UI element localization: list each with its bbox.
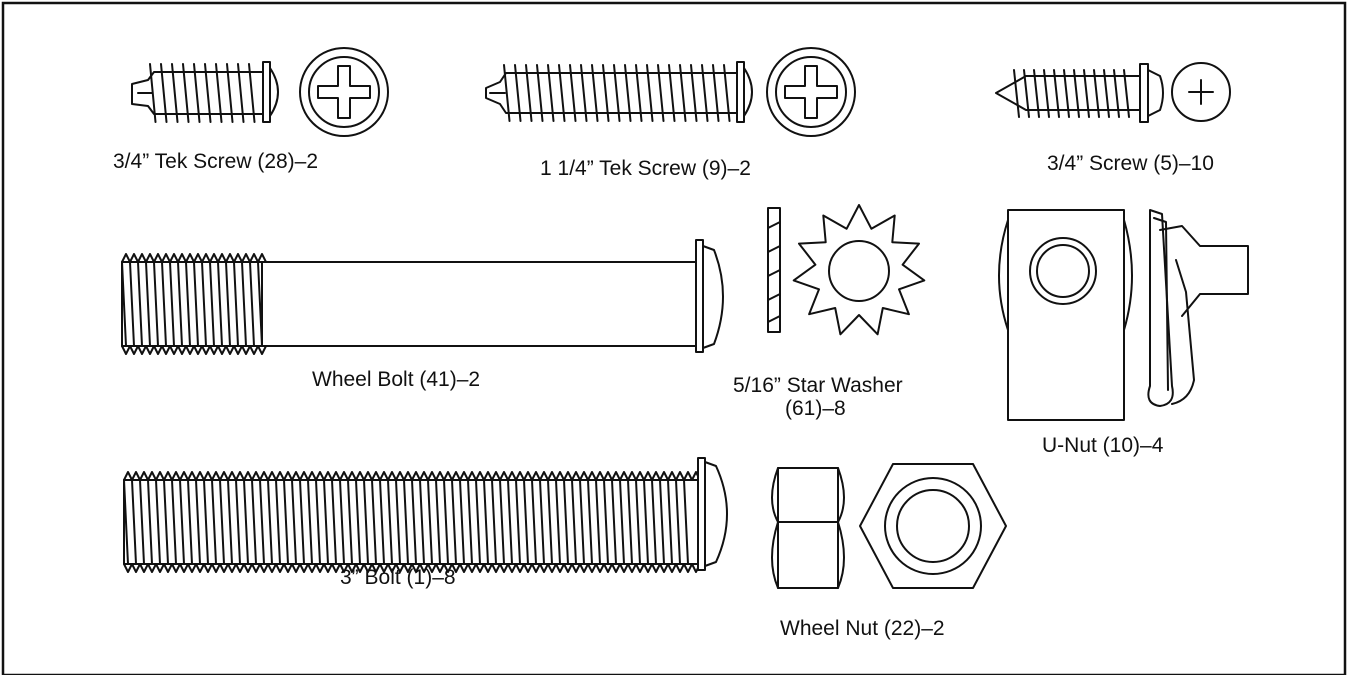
screw-3-4-label: 3/4” Screw (5)–10 — [1047, 152, 1214, 175]
bolt-3-label: 3” Bolt (1)–8 — [340, 566, 456, 589]
wheel-bolt-drawing — [121, 239, 724, 355]
wheel-bolt-label: Wheel Bolt (41)–2 — [312, 368, 480, 391]
wheel-nut-drawing — [771, 463, 1007, 589]
u-nut-drawing — [998, 209, 1249, 421]
tek-screw-3-4-label: 3/4” Tek Screw (28)–2 — [113, 150, 318, 173]
star-washer-label-line2: (61)–8 — [785, 397, 846, 420]
star-washer-drawing — [767, 204, 926, 336]
tek-screw-1-1-4-label: 1 1/4” Tek Screw (9)–2 — [540, 157, 751, 180]
star-washer-label-line1: 5/16” Star Washer — [733, 374, 903, 397]
bolt-3-drawing — [123, 457, 728, 573]
u-nut-label: U-Nut (10)–4 — [1042, 434, 1164, 457]
screw-3-4-drawing — [995, 62, 1231, 123]
wheel-nut-label: Wheel Nut (22)–2 — [780, 617, 945, 640]
tek-screw-1-1-4-drawing — [485, 47, 856, 137]
tek-screw-3-4-drawing — [131, 47, 389, 137]
